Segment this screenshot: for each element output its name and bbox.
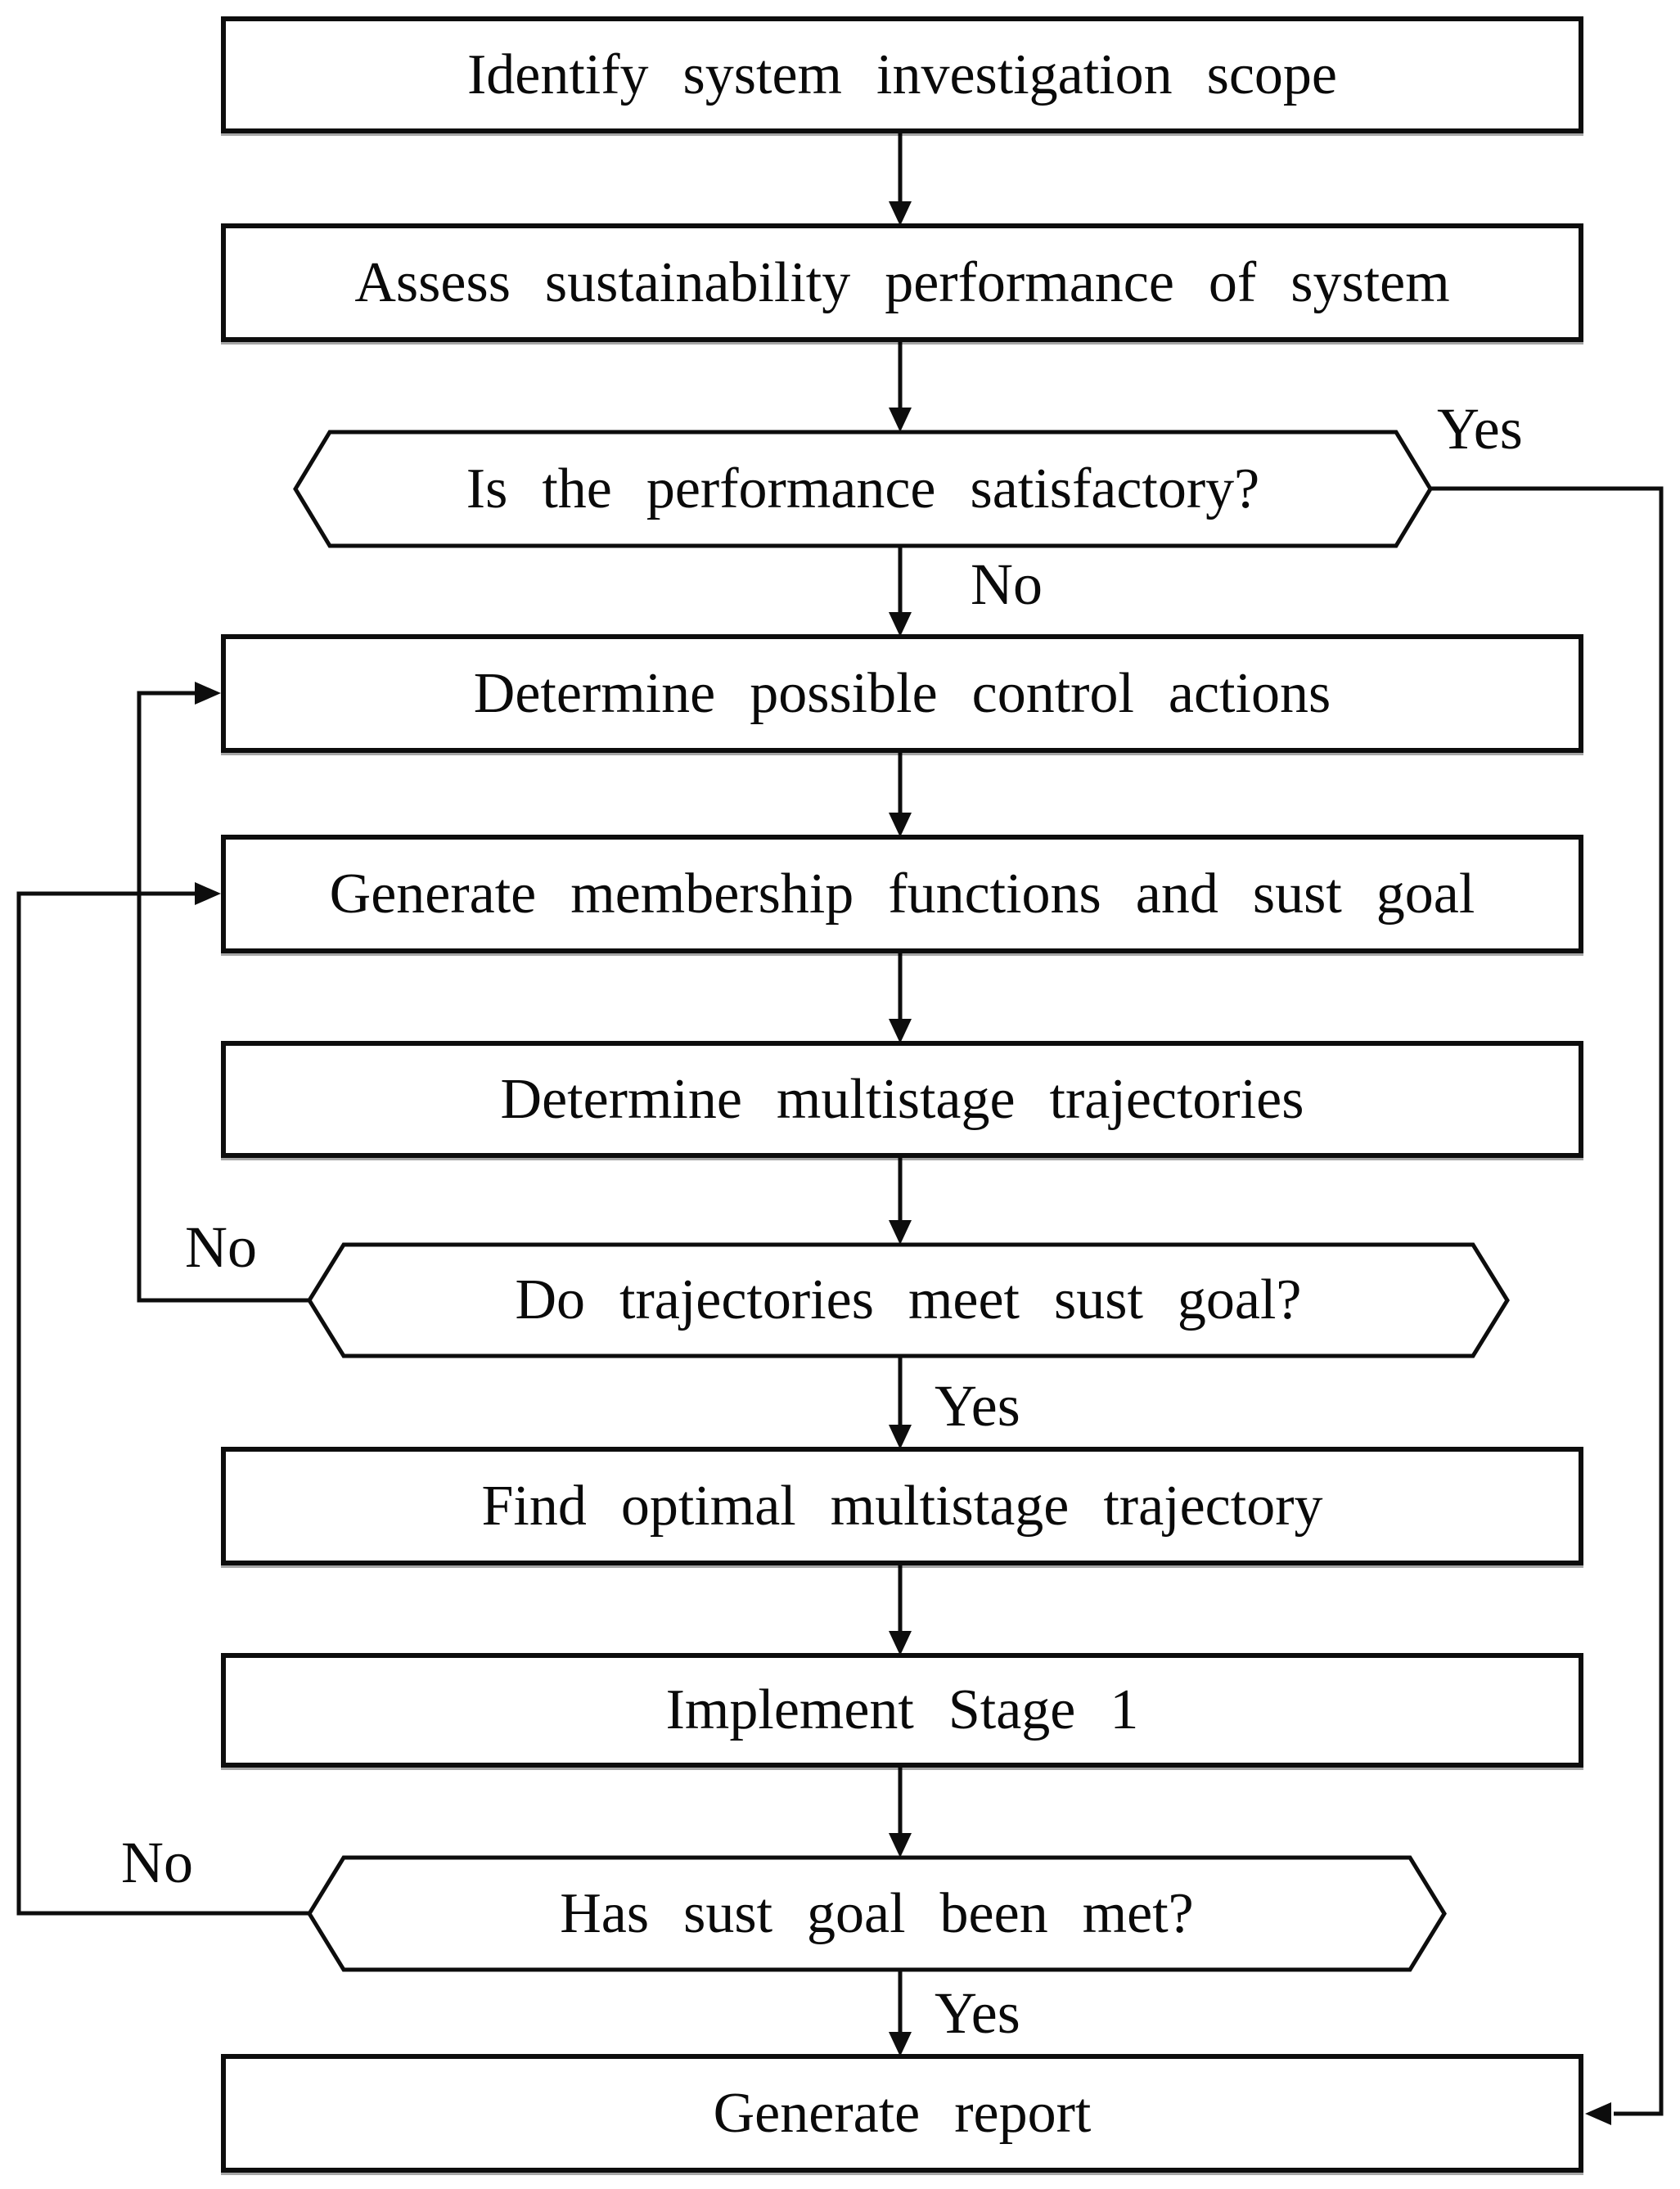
node-sust-goal-met: Has sust goal been met?	[307, 1855, 1447, 1972]
node-implement-stage-1: Implement Stage 1	[221, 1653, 1583, 1768]
node-label: Has sust goal been met?	[560, 1881, 1194, 1945]
edge-label-trajectories-no: No	[185, 1214, 257, 1280]
node-generate-report: Generate report	[221, 2054, 1583, 2173]
node-assess-performance: Assess sustainability performance of sys…	[221, 223, 1583, 342]
arrow-goal-met-yes-to-report	[889, 1971, 912, 2056]
node-label: Implement Stage 1	[665, 1678, 1139, 1742]
node-find-optimal-trajectory: Find optimal multistage trajectory	[221, 1447, 1583, 1565]
edge-label-trajectories-yes: Yes	[935, 1373, 1020, 1439]
arrow-assess-to-satisfactory	[889, 342, 912, 432]
arrow-membership-to-trajectories	[889, 952, 912, 1043]
arrow-find-optimal-to-implement	[889, 1564, 912, 1655]
arrow-control-actions-to-membership	[889, 751, 912, 837]
node-generate-membership: Generate membership functions and sust g…	[221, 835, 1583, 953]
arrow-trajectories-to-meet-goal	[889, 1156, 912, 1245]
arrow-satisfactory-no-to-control-actions	[889, 547, 912, 637]
hexagon-shape	[307, 1855, 1447, 1972]
edge-label-goal-met-yes: Yes	[935, 1980, 1020, 2046]
node-label: Generate report	[713, 2081, 1092, 2145]
arrow-satisfactory-yes-to-report-loop	[1430, 486, 1664, 2125]
node-label: Identify system investigation scope	[466, 43, 1338, 106]
node-label: Determine possible control actions	[473, 661, 1331, 725]
node-label: Determine multistage trajectories	[500, 1067, 1304, 1131]
node-label: Is the performance satisfactory?	[466, 457, 1260, 520]
arrow-identify-to-assess	[889, 133, 912, 226]
hexagon-shape	[307, 1242, 1510, 1358]
arrow-implement-to-goal-met	[889, 1766, 912, 1858]
node-label: Generate membership functions and sust g…	[329, 862, 1475, 926]
node-label: Assess sustainability performance of sys…	[354, 250, 1450, 314]
node-label: Find optimal multistage trajectory	[481, 1474, 1323, 1538]
node-identify-scope: Identify system investigation scope	[221, 16, 1583, 133]
node-determine-trajectories: Determine multistage trajectories	[221, 1041, 1583, 1158]
edge-label-goal-met-no: No	[121, 1830, 193, 1895]
node-trajectories-meet-goal: Do trajectories meet sust goal?	[307, 1242, 1510, 1358]
arrow-meet-goal-yes-to-find-optimal	[889, 1357, 912, 1449]
node-label: Do trajectories meet sust goal?	[515, 1268, 1302, 1331]
node-determine-control-actions: Determine possible control actions	[221, 634, 1583, 753]
node-performance-satisfactory: Is the performance satisfactory?	[293, 430, 1433, 548]
arrow-goal-met-no-to-membership-loop	[16, 882, 309, 1916]
edge-label-performance-no: No	[971, 552, 1043, 617]
edge-label-performance-yes: Yes	[1437, 396, 1523, 462]
hexagon-shape	[293, 430, 1433, 548]
arrow-meet-goal-no-to-control-actions-loop	[137, 682, 309, 1303]
